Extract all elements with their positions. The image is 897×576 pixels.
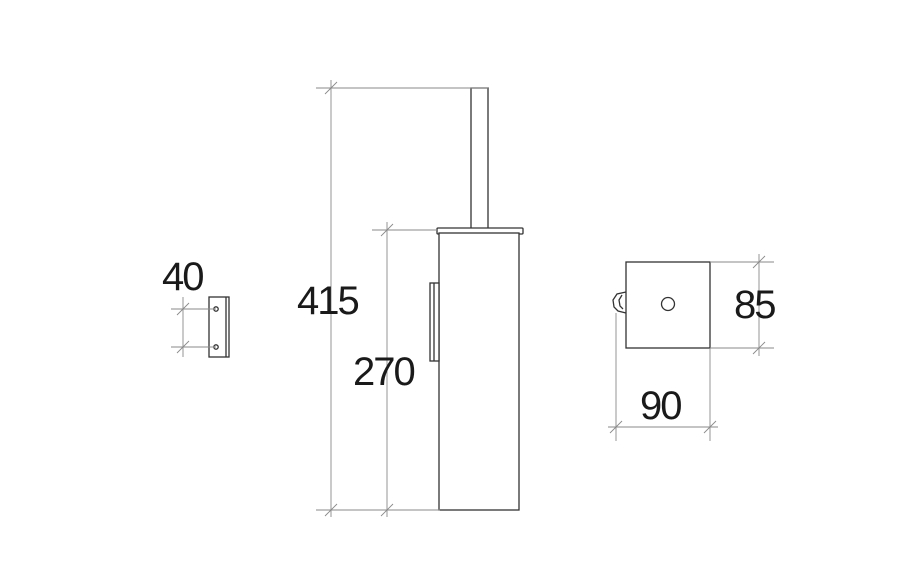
front-view <box>316 80 524 517</box>
container-height-label: 270 <box>353 350 414 394</box>
dim-tick <box>176 302 190 316</box>
handle-hole <box>660 296 676 312</box>
bracket-view <box>171 296 230 358</box>
brush-handle <box>470 87 489 231</box>
bracket-clip-inner <box>618 294 624 310</box>
dim-tick <box>703 420 717 434</box>
dim-tick <box>380 223 394 237</box>
dim-tick <box>752 341 766 355</box>
dim-tick <box>324 503 338 517</box>
dim-tick <box>752 255 766 269</box>
dim-tick <box>324 81 338 95</box>
top-view <box>608 254 774 441</box>
bracket-width-label: 40 <box>162 255 203 299</box>
dim-tick <box>609 420 623 434</box>
depth-label: 85 <box>734 283 775 327</box>
width-label: 90 <box>640 384 681 428</box>
container-body <box>438 232 520 511</box>
dim-tick <box>380 503 394 517</box>
bracket-plate <box>208 296 230 358</box>
bracket-clip <box>612 291 627 314</box>
total-height-label: 415 <box>297 279 358 323</box>
container-top <box>625 261 711 349</box>
dim-tick <box>176 340 190 354</box>
